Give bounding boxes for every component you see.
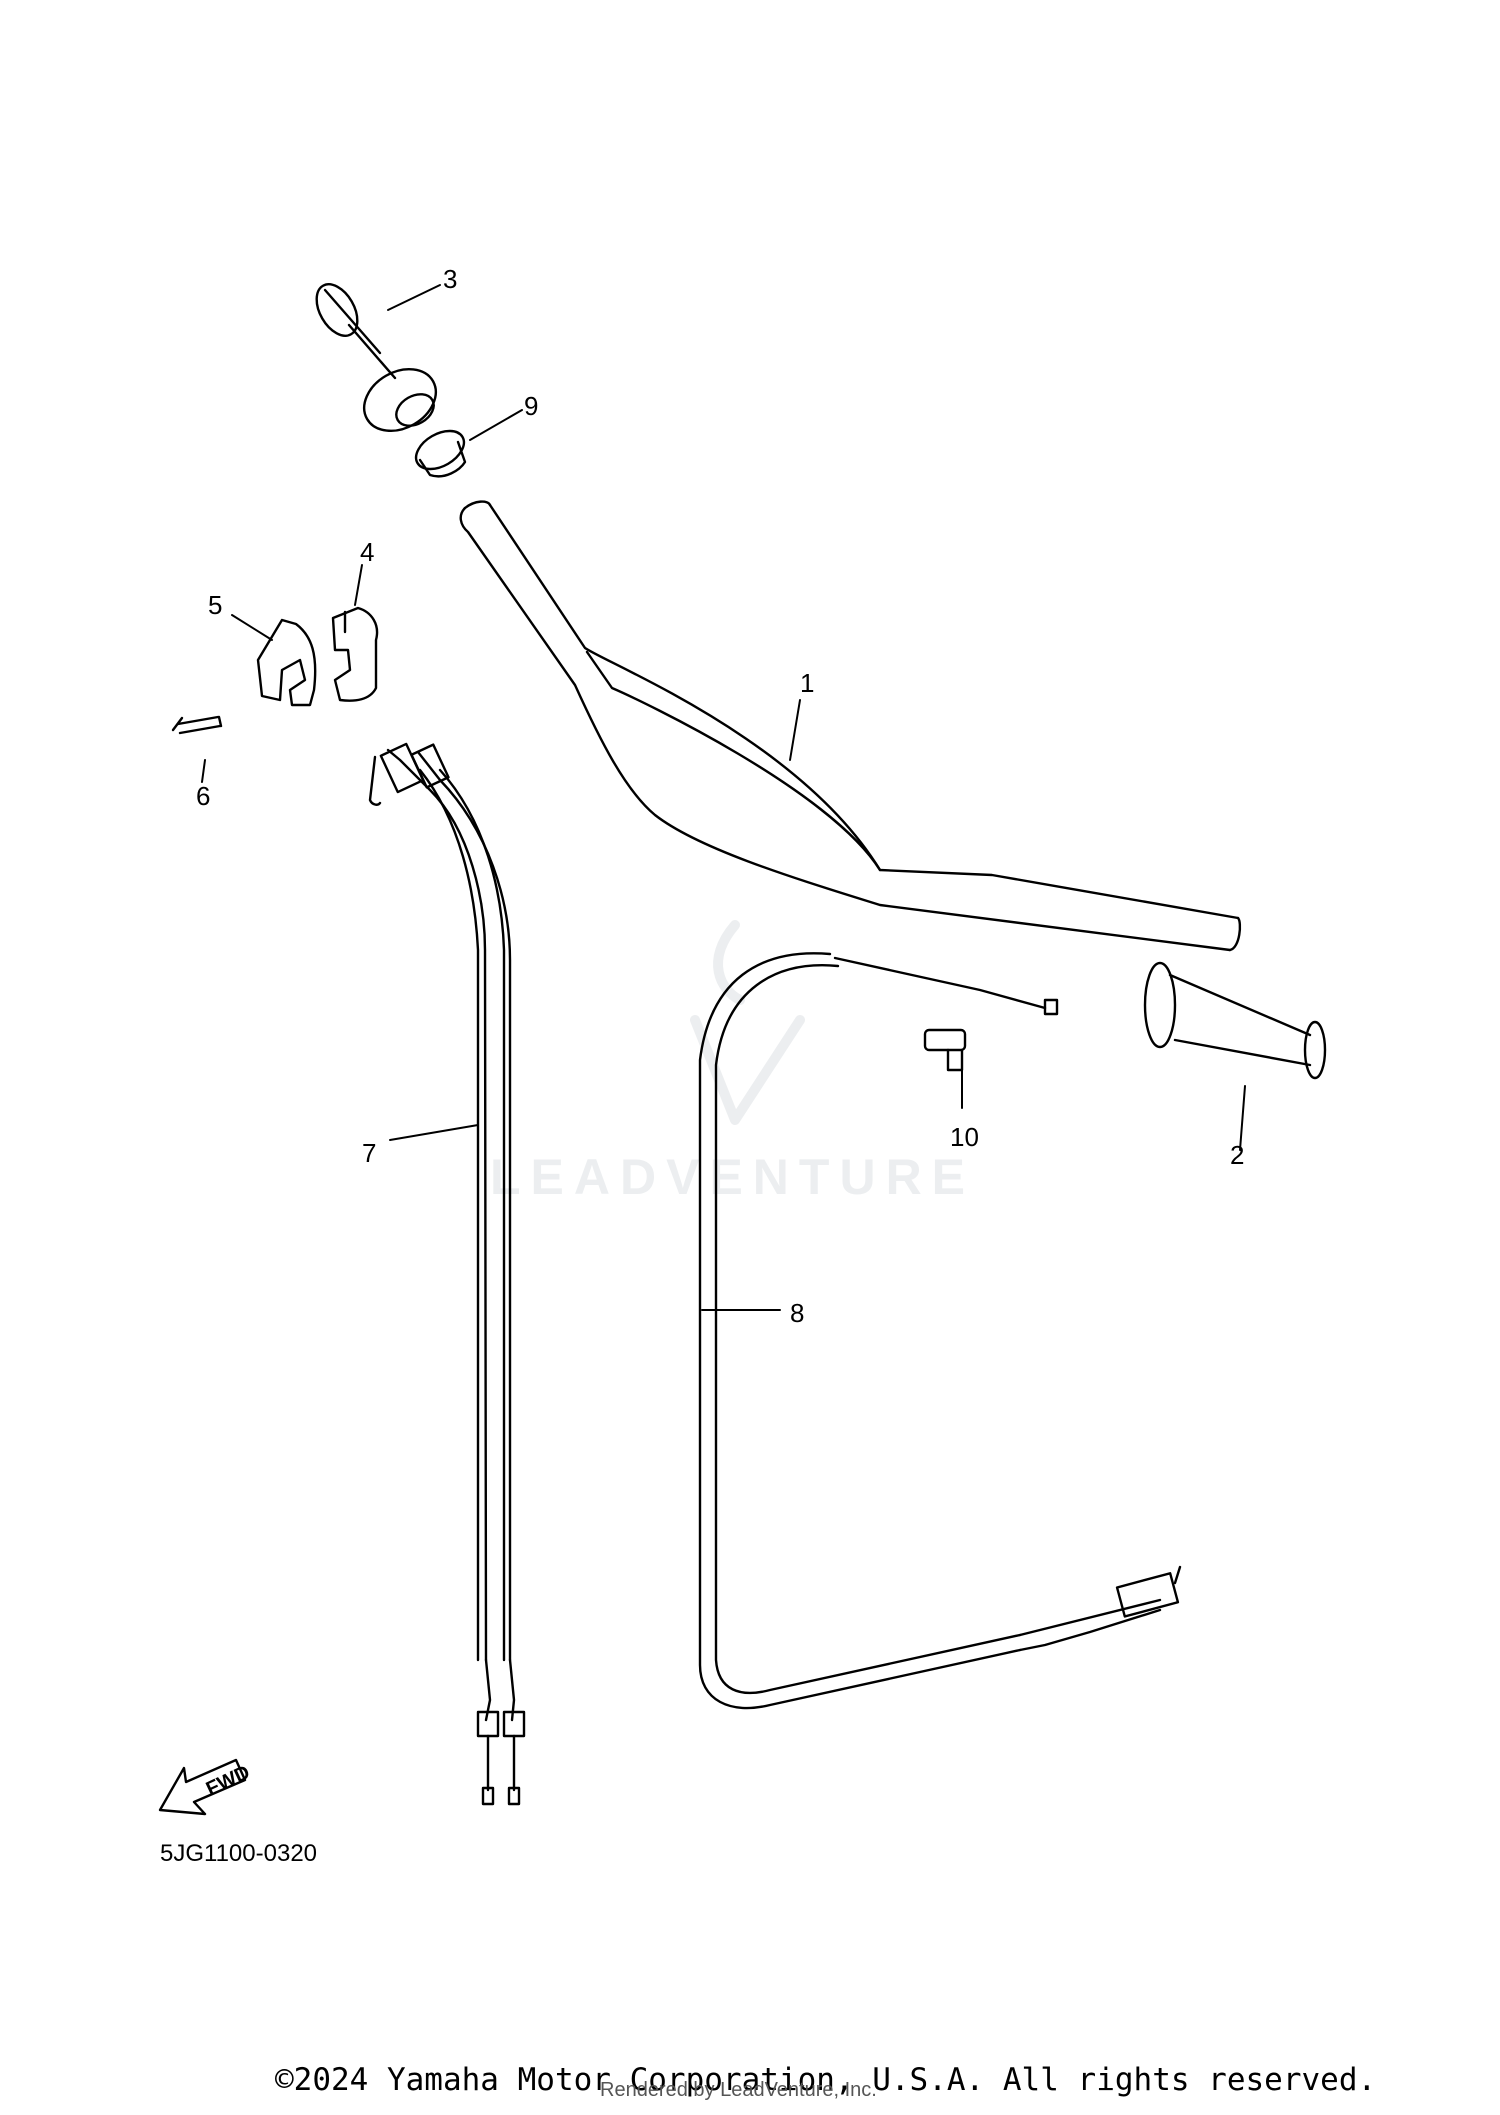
adjuster: [923, 1028, 967, 1072]
grip: [1143, 961, 1327, 1080]
handlebar: [459, 500, 1242, 952]
copyright-text: ©2024 Yamaha Motor Corporation, U.S.A. A…: [275, 2062, 1377, 2098]
rendered-by-text: Rendered by LeadVenture, Inc.: [600, 2079, 877, 2101]
callout-10: 10: [950, 1122, 979, 1152]
callout-8: 8: [790, 1298, 805, 1328]
callout-2: 2: [1230, 1140, 1245, 1170]
fwd-label: FWD: [203, 1761, 254, 1800]
bolt: [171, 715, 223, 735]
watermark-text: LEADVENTURE: [490, 1149, 976, 1205]
throttle-grip: [315, 283, 437, 433]
collar: [414, 429, 467, 478]
callout-7: 7: [362, 1138, 377, 1168]
callout-1: 1: [800, 668, 815, 698]
watermark-logo: [690, 920, 805, 1125]
lower-holder: [331, 606, 379, 702]
diagram-code: 5JG1100-0320: [160, 1840, 318, 1867]
leader-lines: [201, 284, 1246, 1311]
callout-4: 4: [360, 537, 375, 567]
upper-holder: [256, 618, 317, 707]
clutch-cable: [698, 952, 1182, 1710]
callout-6: 6: [196, 781, 211, 811]
callout-5: 5: [208, 590, 223, 620]
callout-9: 9: [524, 391, 539, 421]
callout-3: 3: [443, 264, 458, 294]
throttle-cables: [368, 742, 526, 1806]
fwd-arrow: [158, 1758, 247, 1816]
